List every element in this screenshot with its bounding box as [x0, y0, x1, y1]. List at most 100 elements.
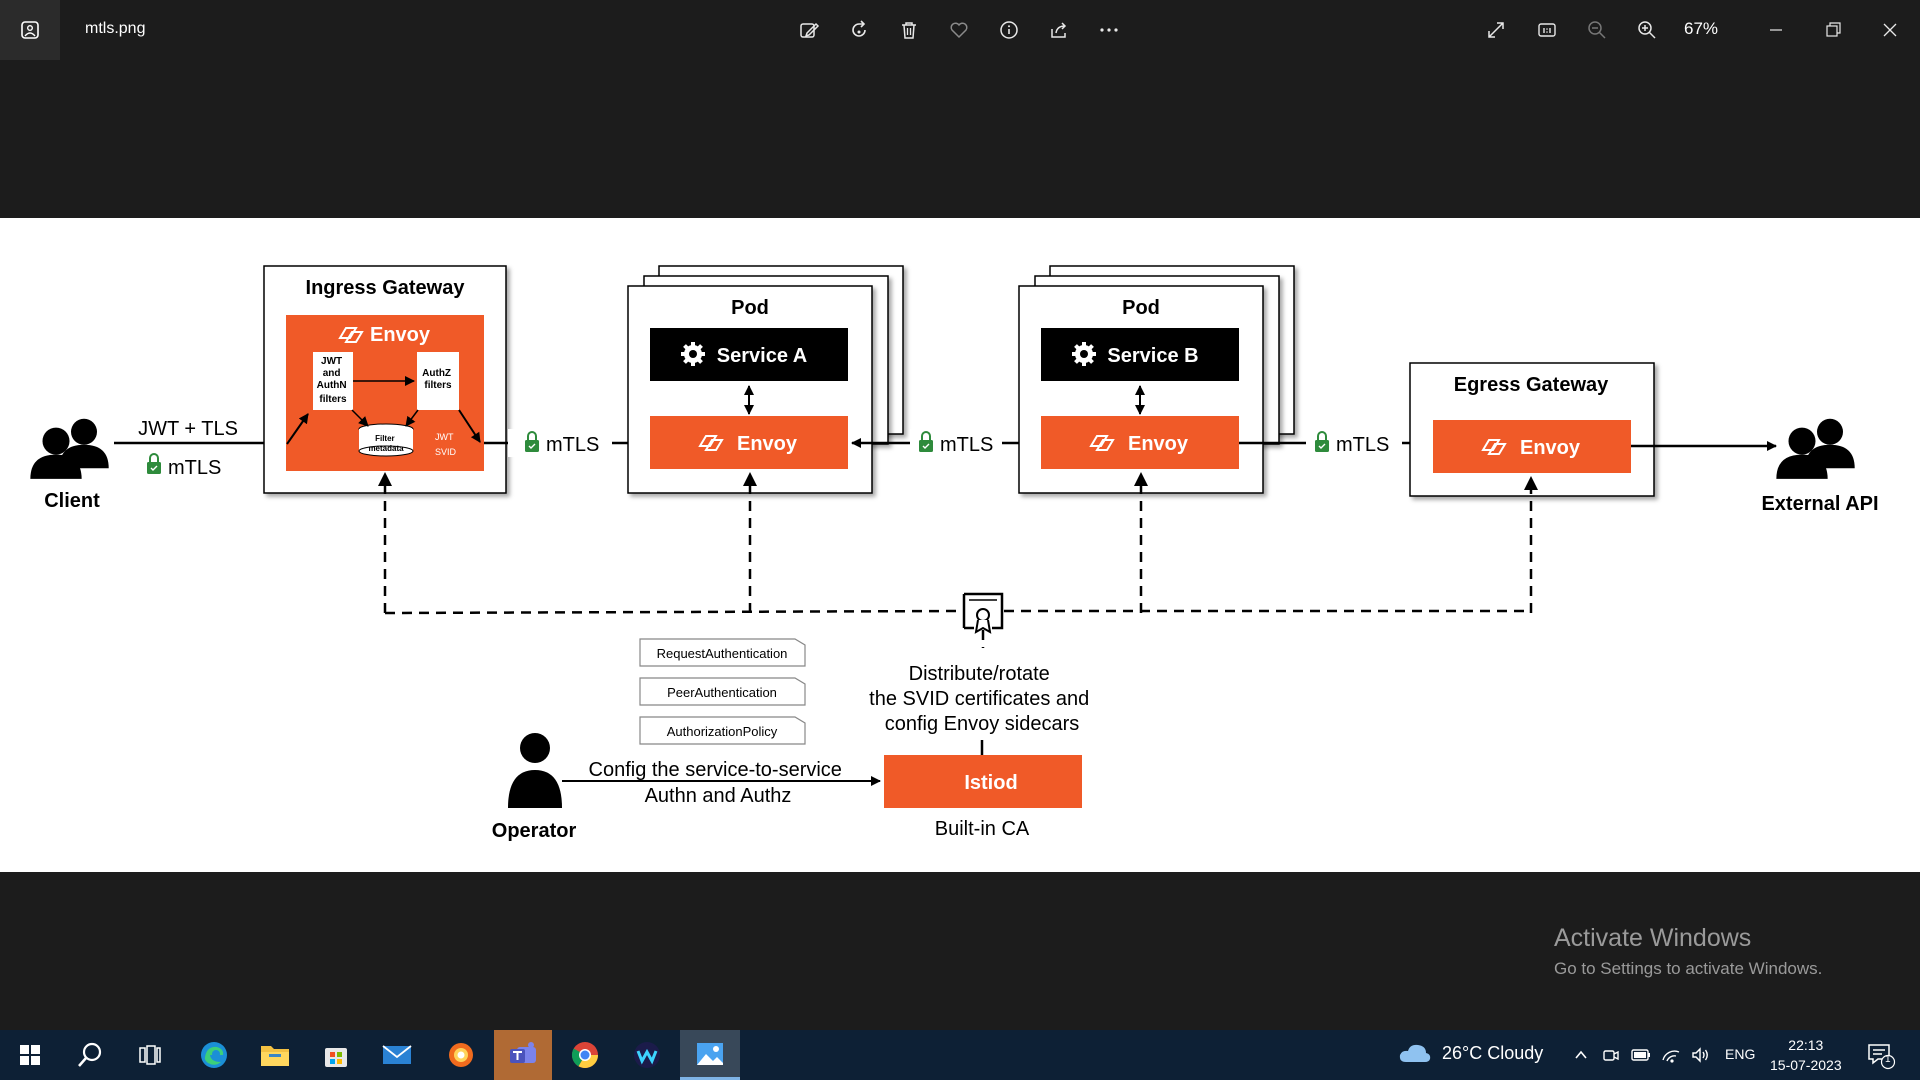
mtls-label-3: mTLS: [1336, 434, 1389, 456]
notification-count: 1: [1885, 1054, 1891, 1065]
close-icon[interactable]: [1872, 12, 1908, 48]
jwt-filter-line: AuthN: [317, 380, 347, 391]
mtls-architecture-diagram: Client JWT + TLS mTLS Ingress Gateway En…: [30, 265, 1879, 842]
search-icon[interactable]: [60, 1030, 120, 1080]
brave-icon[interactable]: [431, 1030, 491, 1080]
egress-envoy-label: Envoy: [1520, 437, 1581, 459]
rotate-icon[interactable]: [841, 12, 877, 48]
jwt-filter-line: and: [323, 368, 341, 379]
builtin-ca-label: Built-in CA: [935, 818, 1030, 840]
watermark-title: Activate Windows: [1554, 924, 1752, 952]
filter-metadata-line: Filter: [375, 434, 395, 443]
service-a-label: Service A: [717, 345, 807, 367]
egress-gateway-title: Egress Gateway: [1454, 374, 1609, 396]
file-explorer-icon[interactable]: [245, 1030, 305, 1080]
restore-icon[interactable]: [1815, 12, 1851, 48]
filter-metadata-line: metadata: [368, 444, 404, 453]
service-b-label: Service B: [1107, 345, 1198, 367]
mail-icon[interactable]: [367, 1030, 427, 1080]
notification-icon[interactable]: 1: [1866, 1040, 1896, 1070]
distribute-line: config Envoy sidecars: [885, 713, 1080, 735]
ingress-gateway-title: Ingress Gateway: [306, 277, 466, 299]
jwt-tag: JWT: [435, 432, 454, 442]
distribute-line: Distribute/rotate: [909, 663, 1050, 685]
svg-text:JWT and AuthN: JWT and AuthN filters: [317, 356, 350, 405]
activate-windows-watermark: Activate Windows Go to Settings to activ…: [1554, 924, 1822, 979]
ingress-envoy-label: Envoy: [370, 324, 431, 346]
clock[interactable]: 22:13 15-07-2023: [1770, 1035, 1842, 1075]
microsoft-store-icon[interactable]: [306, 1030, 366, 1080]
istiod-label: Istiod: [964, 772, 1017, 794]
client-label: Client: [44, 490, 100, 512]
pod-b-title: Pod: [1122, 297, 1160, 319]
share-icon[interactable]: [1041, 12, 1077, 48]
svg-text:Config the service-to-service: Config the service-to-service Authn and …: [589, 759, 848, 807]
authz-filters-box: [417, 352, 459, 410]
zoom-level[interactable]: 67%: [1684, 19, 1719, 38]
pod-b-envoy-box: [1041, 416, 1239, 469]
chevron-up-icon[interactable]: [1569, 1043, 1593, 1067]
weather-text: 26°C Cloudy: [1442, 1042, 1544, 1063]
clock-date: 15-07-2023: [1770, 1057, 1842, 1073]
weather-widget[interactable]: 26°C Cloudy: [1398, 1042, 1543, 1064]
jwt-authn-filters-box: [313, 352, 353, 410]
pod-a-envoy-label: Envoy: [737, 433, 798, 455]
webex-icon[interactable]: [617, 1030, 677, 1080]
teams-icon[interactable]: [494, 1030, 552, 1080]
cloud-icon: [1399, 1044, 1431, 1062]
pod-a-title: Pod: [731, 297, 769, 319]
gear-icon: [679, 340, 707, 368]
battery-icon[interactable]: [1629, 1043, 1653, 1067]
policy-item: PeerAuthentication: [667, 685, 777, 700]
external-api-label: External API: [1761, 493, 1878, 515]
zoom-out-icon[interactable]: [1579, 12, 1615, 48]
authz-filter-line: AuthZ: [422, 368, 451, 379]
policy-item: RequestAuthentication: [657, 646, 788, 661]
image-viewport[interactable]: Client JWT + TLS mTLS Ingress Gateway En…: [0, 218, 1920, 872]
lock-icon: [146, 453, 162, 475]
minimize-icon[interactable]: [1758, 12, 1794, 48]
svid-tag: SVID: [435, 447, 457, 457]
mtls-label-1: mTLS: [546, 434, 599, 456]
egress-envoy-box: [1433, 420, 1631, 473]
zoom-in-icon[interactable]: [1629, 12, 1665, 48]
distribute-line: the SVID certificates and: [869, 688, 1089, 710]
edit-icon[interactable]: [791, 12, 827, 48]
favorite-icon[interactable]: [941, 12, 977, 48]
watermark-subtitle: Go to Settings to activate Windows.: [1554, 959, 1823, 978]
meet-now-icon[interactable]: [1599, 1043, 1623, 1067]
authz-filter-line: filters: [424, 380, 452, 391]
external-api-icon: [1776, 418, 1855, 479]
operator-text-line: Authn and Authz: [645, 785, 792, 807]
photos-app-icon[interactable]: [0, 0, 60, 60]
fullscreen-icon[interactable]: [1478, 12, 1514, 48]
taskbar: 26°C Cloudy ENG 22:13 15-07-2023 1: [0, 1030, 1920, 1080]
svg-text:AuthZ filters: AuthZ filters: [422, 368, 454, 391]
edge-icon[interactable]: [184, 1030, 244, 1080]
pod-b-envoy-label: Envoy: [1128, 433, 1189, 455]
volume-icon[interactable]: [1689, 1043, 1713, 1067]
task-view-icon[interactable]: [120, 1030, 180, 1080]
actual-size-icon[interactable]: [1529, 12, 1565, 48]
gear-icon: [1070, 340, 1098, 368]
client-icon: [30, 418, 109, 479]
pod-a-envoy-box: [650, 416, 848, 469]
wifi-icon[interactable]: [1659, 1043, 1683, 1067]
client-mtls-label: mTLS: [168, 457, 221, 479]
operator-icon: [508, 733, 562, 808]
jwt-filter-line: JWT: [321, 356, 342, 367]
file-name: mtls.png: [85, 20, 146, 37]
client-link-label: JWT + TLS: [138, 418, 238, 440]
policy-list: RequestAuthentication PeerAuthentication…: [639, 638, 806, 745]
svg-text:Distribute/rotate the: Distribute/rotate the SVID certificates …: [869, 663, 1095, 735]
language-indicator[interactable]: ENG: [1725, 1046, 1756, 1062]
photos-icon[interactable]: [680, 1030, 740, 1080]
delete-icon[interactable]: [891, 12, 927, 48]
chrome-icon[interactable]: [555, 1030, 615, 1080]
windows-start-icon[interactable]: [0, 1030, 60, 1080]
info-icon[interactable]: [991, 12, 1027, 48]
filter-metadata-cylinder: [359, 429, 413, 451]
mtls-label-2: mTLS: [940, 434, 993, 456]
more-icon[interactable]: [1091, 12, 1127, 48]
